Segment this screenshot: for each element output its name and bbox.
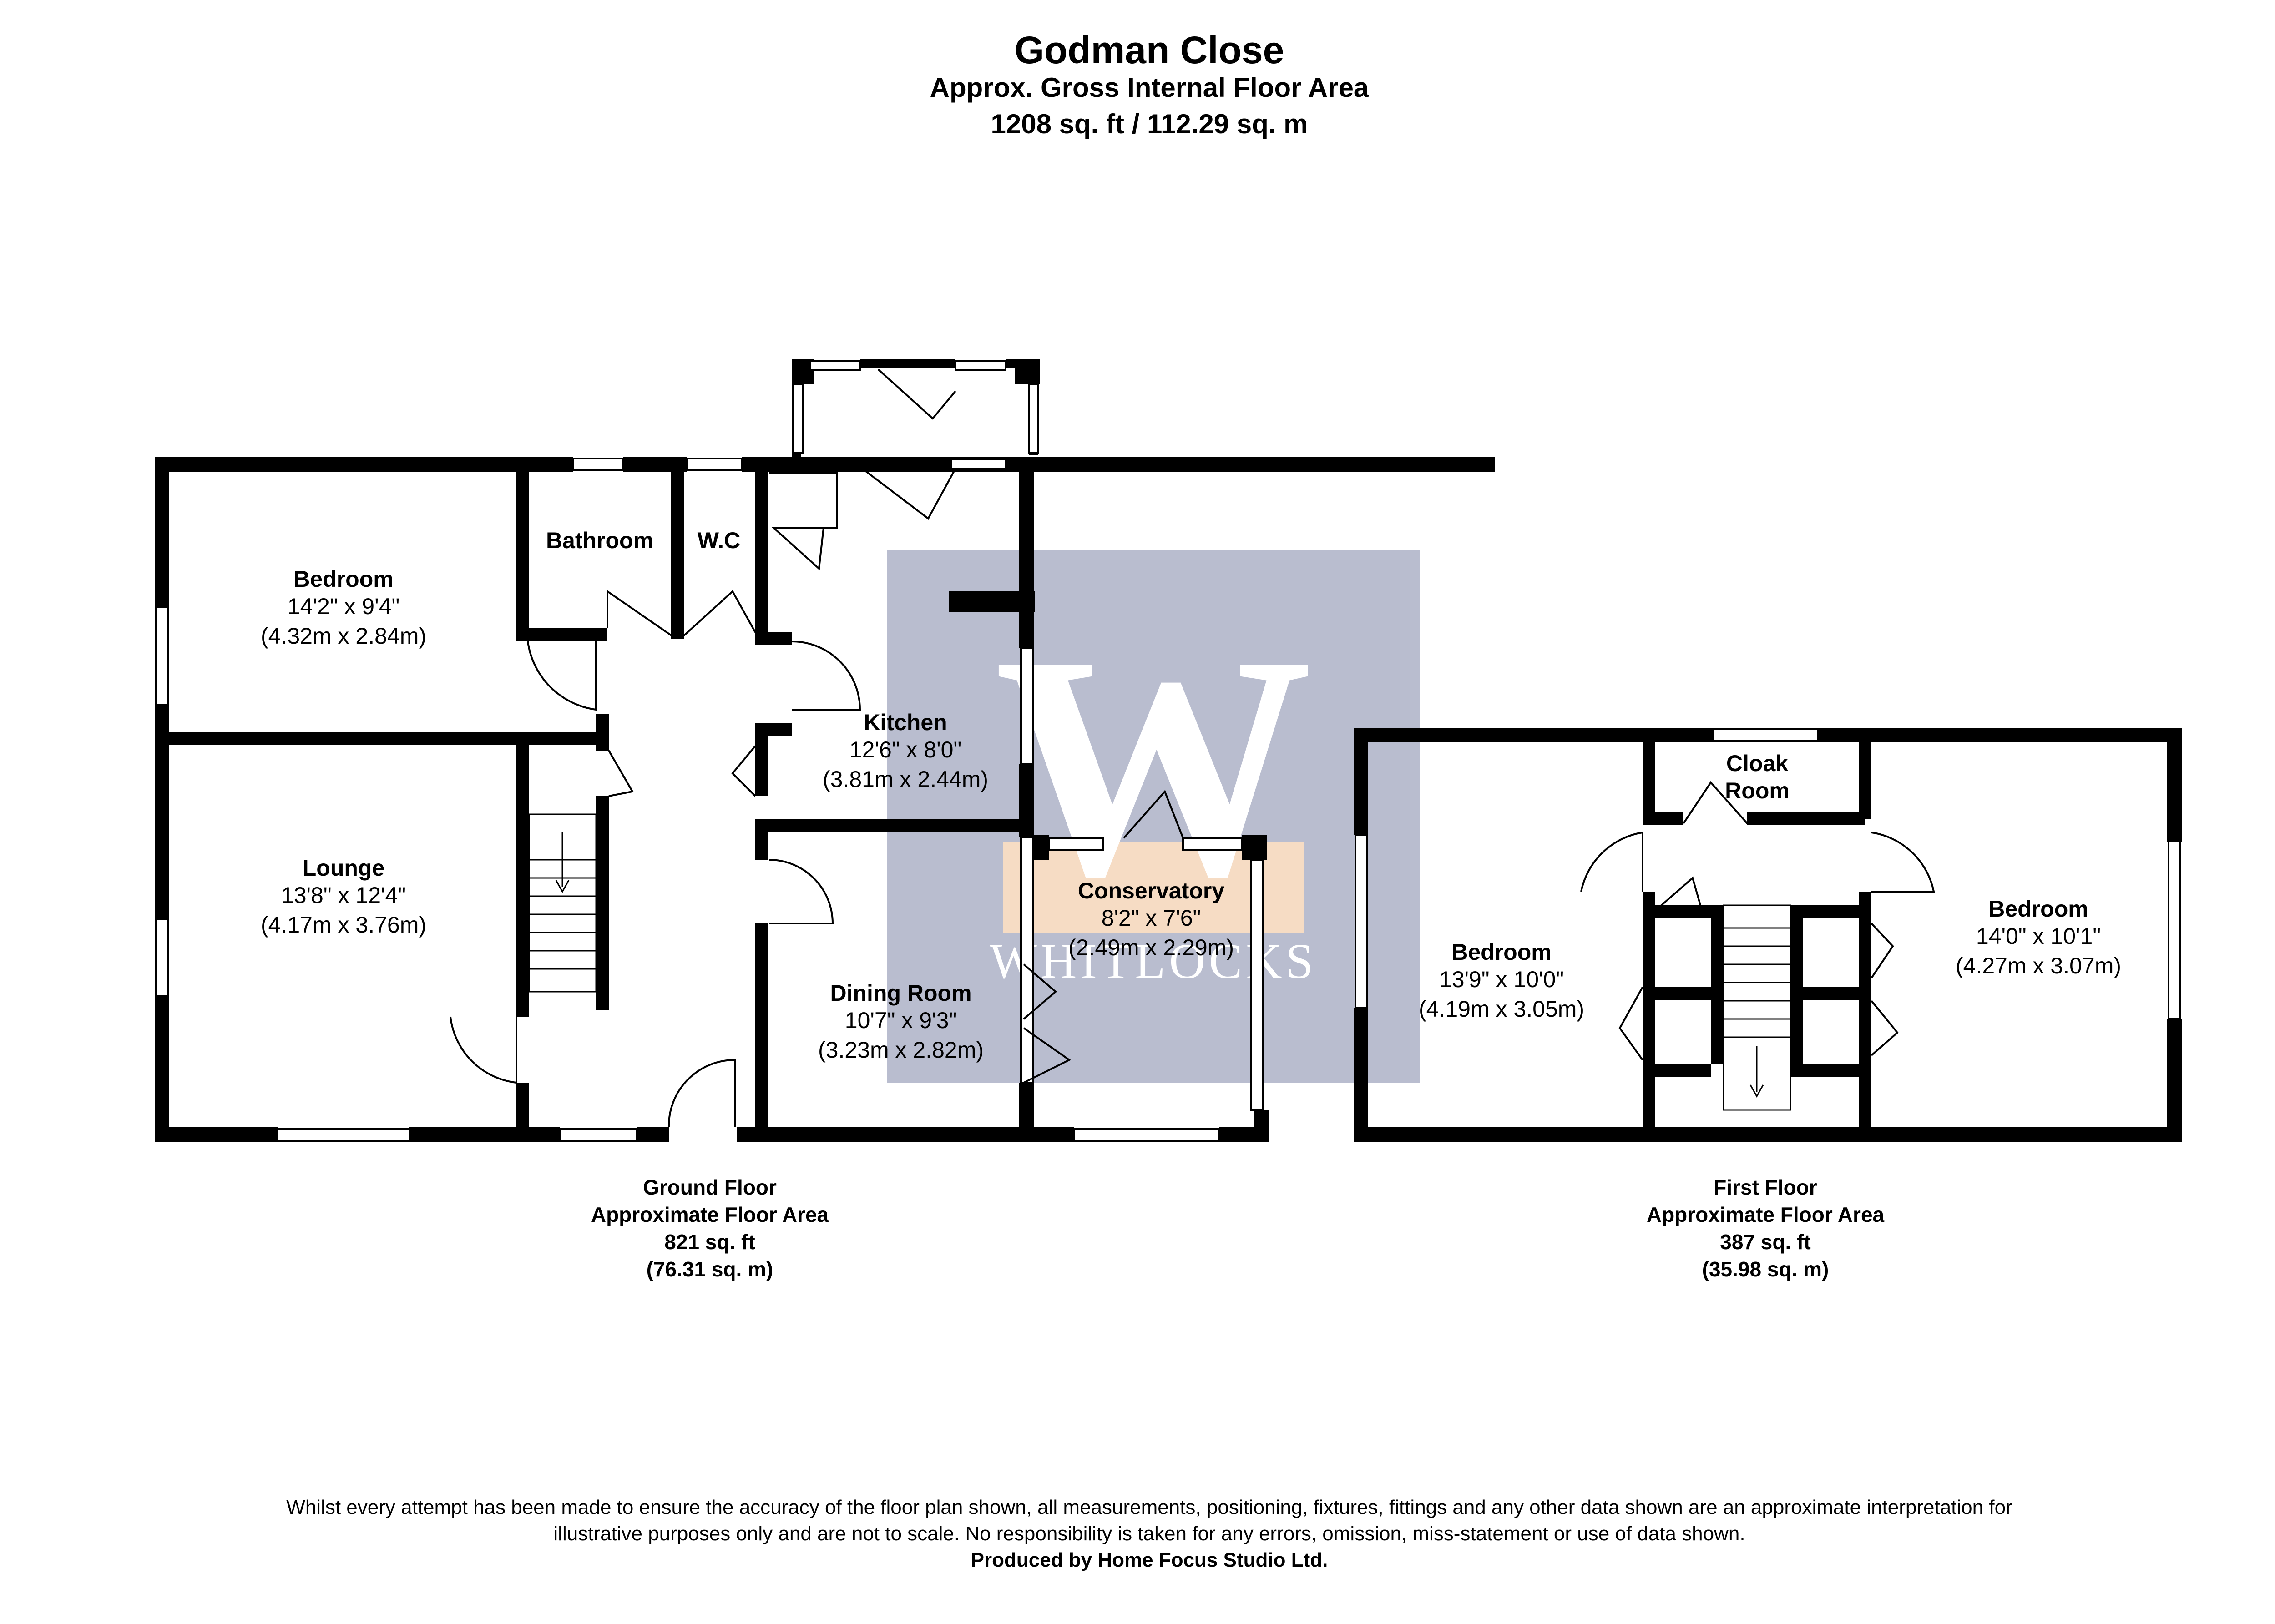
room-name: Bathroom — [546, 528, 653, 553]
room-dimensions-imperial: 10'7" x 9'3" — [845, 1008, 957, 1033]
floor-name: First Floor — [1714, 1175, 1817, 1199]
room-dimensions-imperial: 13'8" x 12'4" — [281, 883, 406, 908]
room-dimensions-metric: (4.27m x 3.07m) — [1956, 953, 2121, 978]
first-floor-stairs — [1723, 904, 1791, 1111]
first-floor-doors — [1580, 781, 1935, 1061]
ground-floor-summary: Ground Floor Approximate Floor Area 821 … — [482, 1174, 937, 1283]
first-floor-walls — [1354, 728, 2182, 1142]
floor-name: Ground Floor — [643, 1175, 777, 1199]
room-dimensions-imperial: 8'2" x 7'6" — [1102, 905, 1201, 931]
room-bedroom-first-left: Bedroom 13'9" x 10'0" (4.19m x 3.05m) — [1419, 939, 1584, 1022]
total-area: 1208 sq. ft / 112.29 sq. m — [991, 109, 1308, 139]
floor-area-label: Approximate Floor Area — [591, 1203, 829, 1226]
room-name: Room — [1725, 778, 1790, 803]
ground-floor-stairs — [528, 813, 597, 993]
floor-area-sqft: 387 sq. ft — [1720, 1230, 1811, 1254]
room-cloak: Cloak Room — [1725, 751, 1790, 803]
room-name: W.C — [698, 528, 740, 553]
room-name: Bedroom — [1451, 939, 1551, 965]
first-floor-summary: First Floor Approximate Floor Area 387 s… — [1538, 1174, 1993, 1283]
room-dimensions-metric: (4.17m x 3.76m) — [261, 912, 426, 938]
room-name: Cloak — [1726, 751, 1788, 776]
room-bedroom-ground: Bedroom 14'2" x 9'4" (4.32m x 2.84m) — [261, 566, 426, 649]
room-name: Bedroom — [1988, 896, 2088, 922]
room-dimensions-imperial: 13'9" x 10'0" — [1439, 967, 1564, 992]
watermark-box — [887, 550, 1420, 1083]
room-dimensions-metric: (4.32m x 2.84m) — [261, 623, 426, 649]
floor-area-sqft: 821 sq. ft — [664, 1230, 755, 1254]
room-dimensions-metric: (3.81m x 2.44m) — [823, 767, 988, 792]
room-name: Bedroom — [293, 566, 393, 592]
plan-title: Godman Close — [1014, 29, 1284, 71]
room-name: Lounge — [303, 855, 385, 881]
room-bedroom-first-right: Bedroom 14'0" x 10'1" (4.27m x 3.07m) — [1956, 896, 2121, 978]
room-dimensions-imperial: 12'6" x 8'0" — [849, 737, 961, 762]
room-name: Conservatory — [1078, 878, 1225, 903]
room-kitchen: Kitchen 12'6" x 8'0" (3.81m x 2.44m) — [823, 710, 988, 792]
disclaimer-line: Whilst every attempt has been made to en… — [286, 1496, 2012, 1518]
ground-floor-walls — [155, 359, 1495, 1142]
room-dining: Dining Room 10'7" x 9'3" (3.23m x 2.82m) — [818, 980, 984, 1063]
watermark: W WHITLOCKS — [887, 550, 1420, 1083]
first-floor-windows — [1355, 728, 2181, 1020]
disclaimer: Whilst every attempt has been made to en… — [136, 1494, 2162, 1574]
room-dimensions-metric: (2.49m x 2.29m) — [1068, 935, 1234, 960]
room-conservatory: Conservatory 8'2" x 7'6" (2.49m x 2.29m) — [1068, 878, 1234, 960]
room-dimensions-imperial: 14'0" x 10'1" — [1976, 923, 2101, 949]
room-lounge: Lounge 13'8" x 12'4" (4.17m x 3.76m) — [261, 855, 426, 938]
room-name: Dining Room — [830, 980, 971, 1006]
disclaimer-line: illustrative purposes only and are not t… — [553, 1523, 1745, 1545]
ground-floor-windows — [155, 360, 1264, 1142]
room-dimensions-imperial: 14'2" x 9'4" — [288, 594, 399, 619]
plan-subtitle: Approx. Gross Internal Floor Area — [930, 72, 1369, 103]
ground-floor-doors — [450, 368, 1184, 1128]
floor-area-label: Approximate Floor Area — [1646, 1203, 1885, 1226]
room-name: Kitchen — [864, 710, 947, 735]
floor-area-sqm: (35.98 sq. m) — [1702, 1257, 1829, 1281]
producer-credit: Produced by Home Focus Studio Ltd. — [971, 1549, 1328, 1571]
room-wc: W.C — [698, 528, 740, 553]
room-dimensions-metric: (4.19m x 3.05m) — [1419, 996, 1584, 1022]
room-bathroom: Bathroom — [546, 528, 653, 553]
floor-area-sqm: (76.31 sq. m) — [646, 1257, 774, 1281]
room-dimensions-metric: (3.23m x 2.82m) — [818, 1037, 984, 1063]
